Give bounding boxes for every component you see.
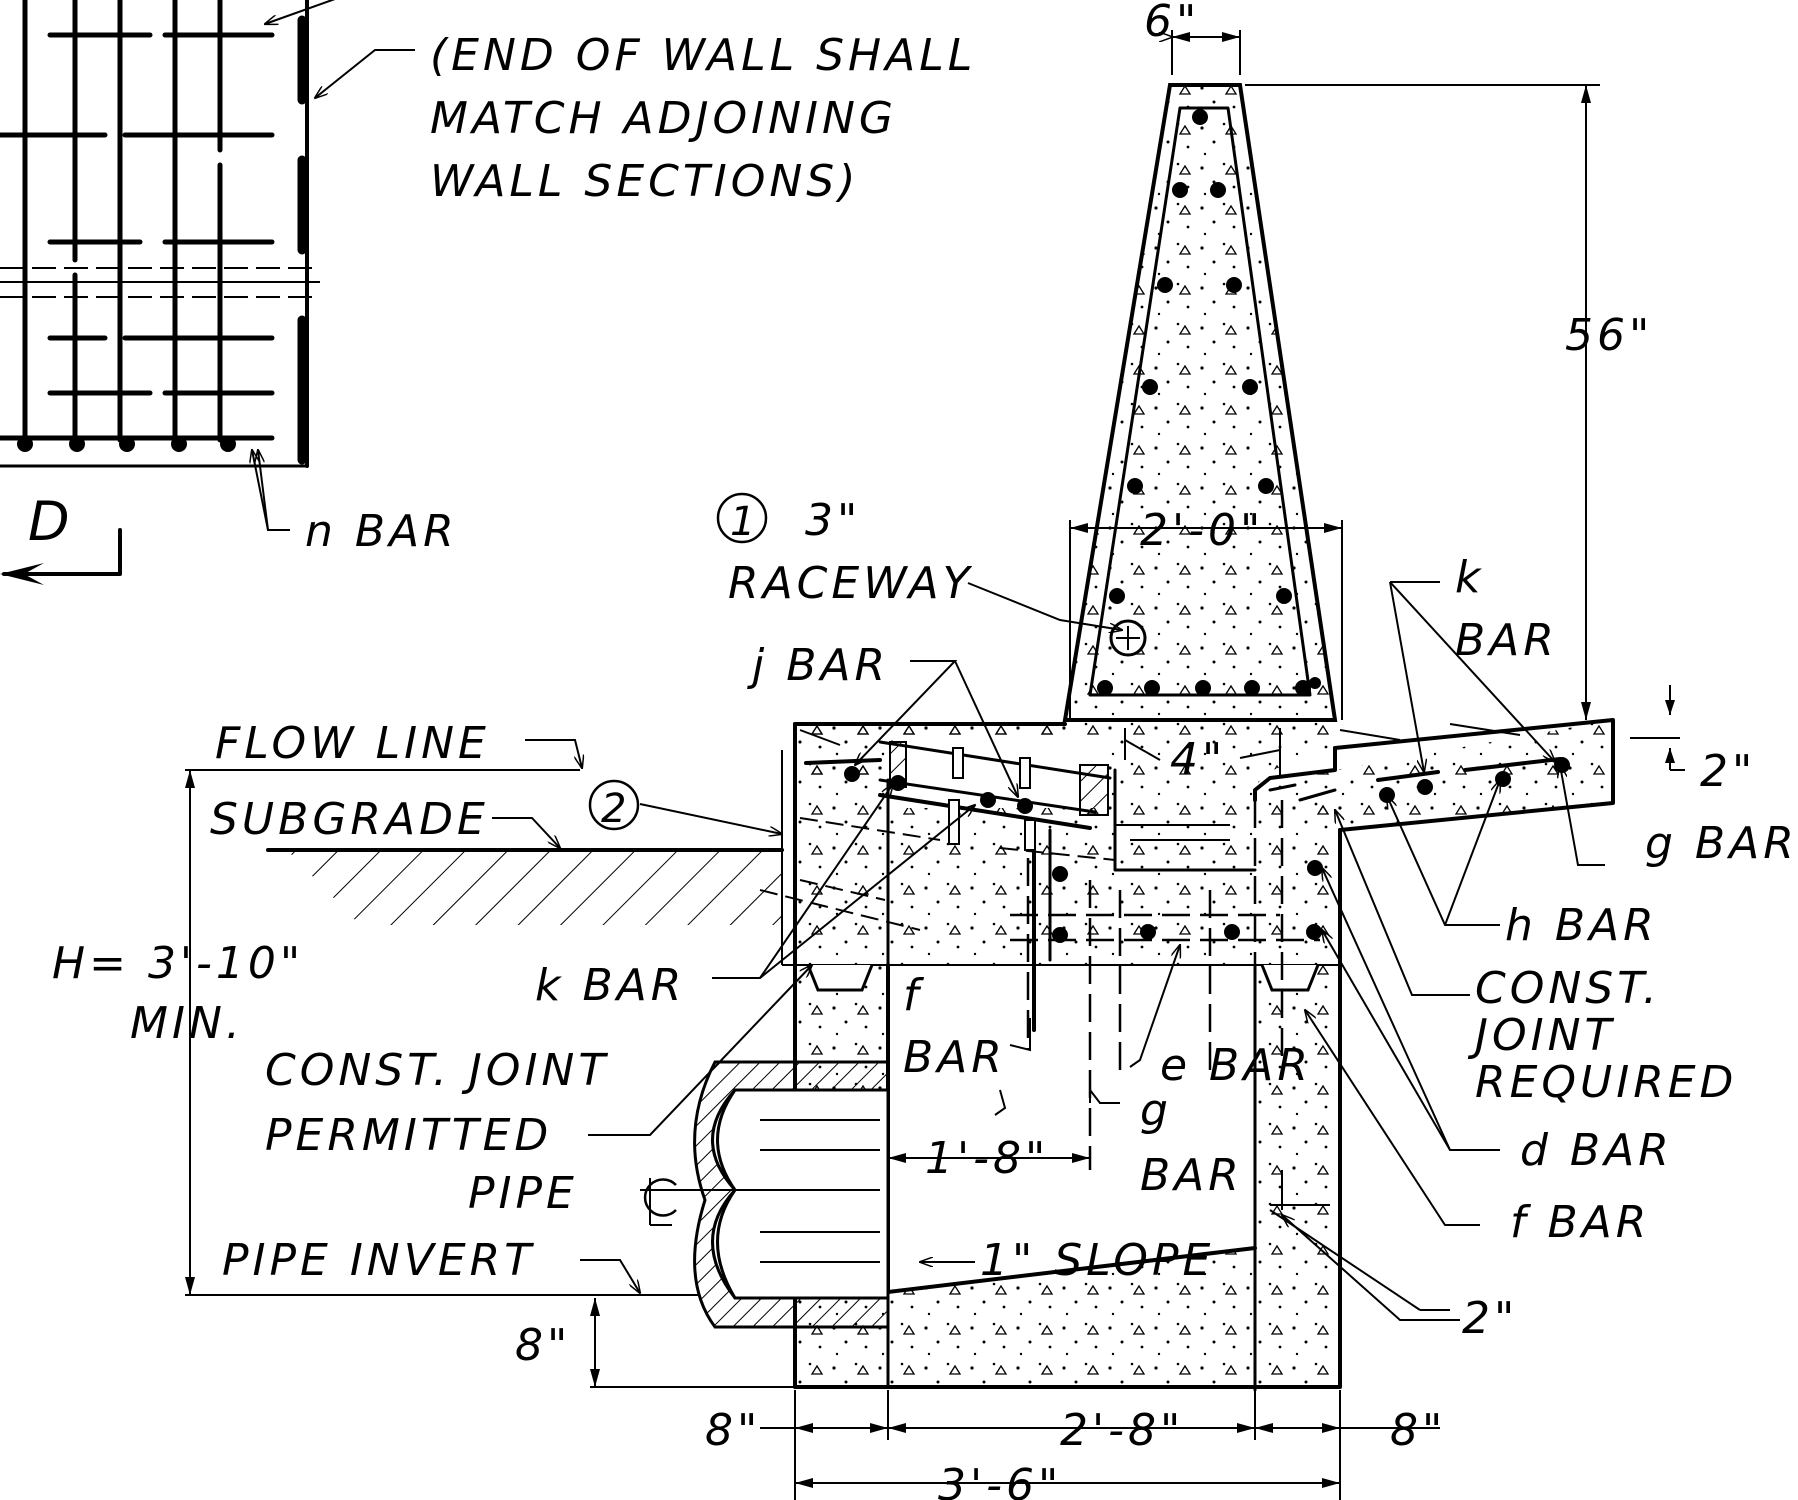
label-pipe-invert: PIPE INVERT <box>222 1235 535 1286</box>
dim-top-width: 6" <box>1144 0 1200 47</box>
subgrade-hatch <box>266 848 784 925</box>
label-const-joint-required-2: JOINT <box>1467 1010 1615 1061</box>
label-const-joint-required-1: CONST. <box>1475 963 1661 1014</box>
dim-right-wall: 8" <box>1390 1405 1446 1456</box>
dim-cover-side: 2" <box>1462 1293 1518 1344</box>
label-k-bar-right-2: BAR <box>1455 615 1558 666</box>
note-line-1: (END OF WALL SHALL <box>430 30 976 81</box>
note-line-3: WALL SECTIONS) <box>430 156 859 207</box>
label-f-bar-inner-1: f <box>903 970 925 1021</box>
label-h-bar: h BAR <box>1505 900 1658 951</box>
wall-elevation-grid <box>0 0 415 531</box>
dim-inside-width: 2'-8" <box>1060 1405 1184 1456</box>
label-subgrade: SUBGRADE <box>210 794 489 845</box>
pipe <box>693 1060 890 1329</box>
label-pipe-cl: PIPE <box>468 1168 677 1226</box>
label-g-bar-right: g BAR <box>1645 818 1798 869</box>
label-j-bar: j BAR <box>747 640 889 691</box>
centerline-symbol <box>643 1178 677 1226</box>
label-height: H= 3'-10" <box>52 938 304 989</box>
label-g-bar-inner-2: BAR <box>1140 1150 1243 1201</box>
barrier-wall <box>1062 83 1338 722</box>
label-g-bar-inner-1: g <box>1140 1085 1172 1136</box>
section-letter: D <box>28 490 74 553</box>
dim-offset-4: 4" <box>1170 734 1226 785</box>
label-n-bar: n BAR <box>305 506 458 557</box>
dim-wall-base: 2'-0" <box>1140 505 1264 556</box>
detail-number: 2 <box>601 786 626 832</box>
label-f-bar-inner-2: BAR <box>903 1032 1006 1083</box>
raceway-size: 3" <box>805 495 861 546</box>
label-e-bar: e BAR <box>1160 1040 1312 1091</box>
raceway-number: 1 <box>730 499 755 545</box>
label-const-joint-permitted-2: PERMITTED <box>265 1110 552 1161</box>
label-slope: 1" SLOPE <box>980 1235 1214 1286</box>
label-height-min: MIN. <box>130 998 244 1049</box>
raceway-callout: 1 3" RACEWAY <box>716 492 974 609</box>
label-const-joint-required-3: REQUIRED <box>1475 1057 1737 1108</box>
label-f-bar-right: f BAR <box>1510 1197 1650 1248</box>
dim-overall: 3'-6" <box>938 1460 1062 1500</box>
label-const-joint-permitted-1: CONST. JOINT <box>265 1045 609 1096</box>
note-end-of-wall: (END OF WALL SHALL MATCH ADJOINING WALL … <box>430 30 976 207</box>
label-k-bar-right-1: k <box>1455 552 1484 603</box>
label-d-bar: d BAR <box>1520 1125 1673 1176</box>
leaders <box>492 581 1605 1321</box>
dim-cover-top: 2" <box>1700 746 1756 797</box>
label-flow-line: FLOW LINE <box>215 718 490 769</box>
dim-wall-height: 56" <box>1565 310 1653 361</box>
section-marker: D <box>0 490 122 585</box>
dim-left-wall: 8" <box>705 1405 761 1456</box>
raceway-label: RACEWAY <box>728 558 974 609</box>
label-k-bar-left: k BAR <box>535 960 685 1011</box>
dim-footing: 8" <box>515 1320 571 1371</box>
dim-clear-1-8: 1'-8" <box>925 1133 1049 1184</box>
label-pipe: PIPE <box>468 1168 578 1219</box>
detail-2-callout: 2 <box>588 779 640 832</box>
note-line-2: MATCH ADJOINING <box>430 93 897 144</box>
